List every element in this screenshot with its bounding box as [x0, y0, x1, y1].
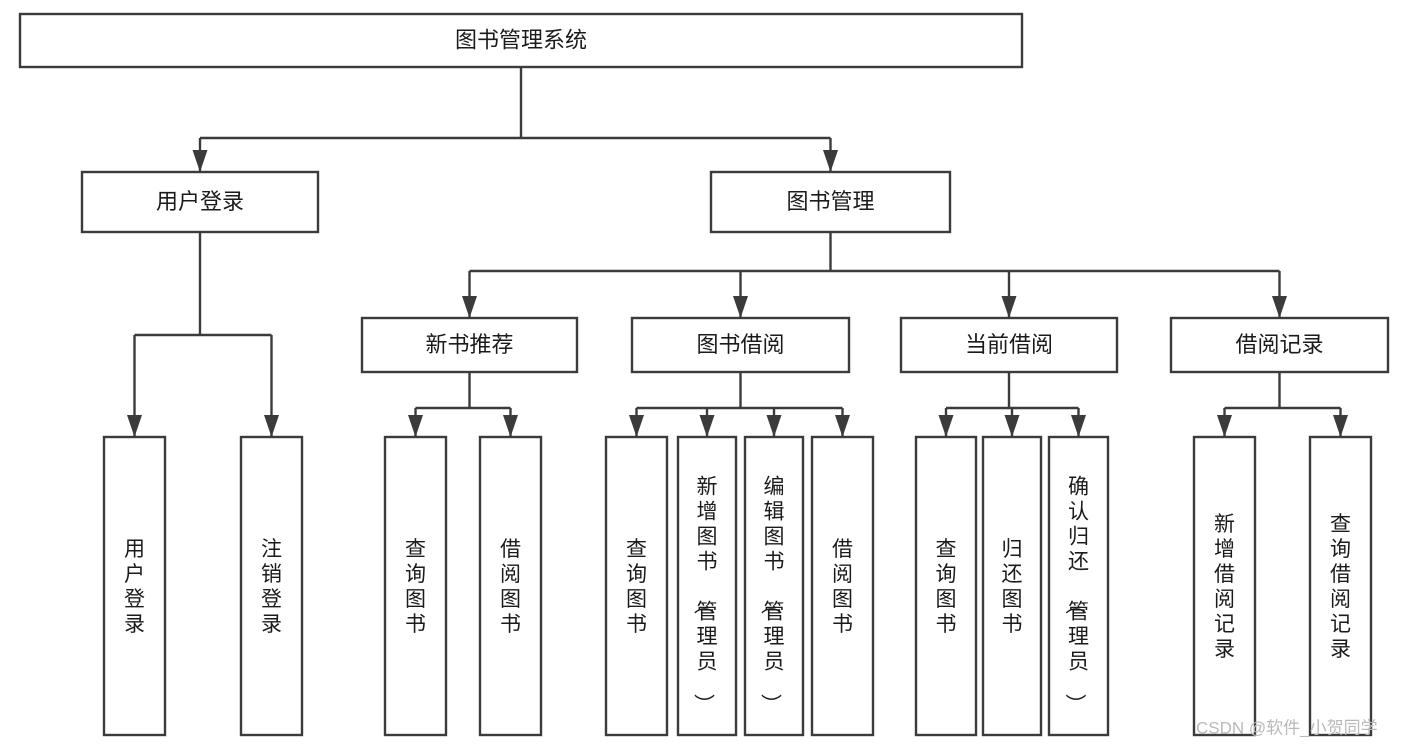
node-label: 借阅记录 — [1235, 332, 1323, 357]
node-leaf-logout[interactable]: 注销登录 — [239, 435, 304, 737]
node-label: 新增图书（管理员） — [692, 476, 718, 715]
node-label: 新书推荐 — [425, 332, 513, 357]
node-label: 确认归还（管理员） — [1063, 476, 1089, 715]
node-box-leaf-user-login[interactable] — [102, 435, 167, 737]
node-label: 编辑图书（管理员） — [759, 476, 785, 715]
node-layer: 图书管理系统用户登录图书管理新书推荐图书借阅当前借阅借阅记录用户登录注销登录查询… — [18, 12, 1390, 737]
node-label: 借阅图书 — [832, 538, 853, 636]
node-box-leaf-add-book[interactable] — [676, 435, 738, 737]
node-label: 当前借阅 — [965, 332, 1053, 357]
arrow-head-icon — [1004, 415, 1020, 437]
node-new-book-rec[interactable]: 新书推荐 — [360, 316, 579, 374]
arrow-head-icon — [938, 415, 954, 437]
arrow-head-icon — [127, 415, 142, 437]
node-leaf-borrow-book-1[interactable]: 借阅图书 — [478, 435, 543, 737]
node-leaf-borrow-book-2[interactable]: 借阅图书 — [810, 435, 875, 737]
node-borrow-record[interactable]: 借阅记录 — [1169, 316, 1390, 374]
node-label: 图书管理系统 — [455, 27, 587, 52]
arrow-head-icon — [1217, 415, 1232, 437]
node-box-borrow-record[interactable] — [1169, 316, 1390, 374]
node-label: 用户登录 — [124, 538, 145, 636]
node-leaf-user-login[interactable]: 用户登录 — [102, 435, 167, 737]
node-leaf-return-book[interactable]: 归还图书 — [981, 435, 1043, 737]
arrow-head-icon — [1272, 296, 1287, 318]
node-box-leaf-return-book[interactable] — [981, 435, 1043, 737]
arrow-head-icon — [699, 415, 715, 437]
node-label: 用户登录 — [156, 189, 244, 214]
arrow-head-icon — [835, 415, 850, 437]
arrow-head-icon — [1001, 296, 1017, 318]
node-label: 查询图书 — [936, 538, 957, 636]
arrow-head-icon — [462, 296, 477, 318]
arrow-head-icon — [408, 415, 423, 437]
node-box-user-login[interactable] — [80, 170, 320, 234]
node-box-leaf-add-record[interactable] — [1192, 435, 1257, 737]
node-current-borrow[interactable]: 当前借阅 — [899, 316, 1119, 374]
node-leaf-confirm-return[interactable]: 确认归还（管理员） — [1047, 435, 1110, 737]
node-box-leaf-query-record[interactable] — [1308, 435, 1373, 737]
node-leaf-edit-book[interactable]: 编辑图书（管理员） — [743, 435, 805, 737]
arrow-head-icon — [1333, 415, 1348, 437]
arrow-head-icon — [503, 415, 518, 437]
node-label: 新增借阅记录 — [1214, 513, 1235, 661]
arrow-head-icon — [192, 150, 208, 172]
node-label: 归还图书 — [1002, 538, 1023, 636]
node-box-leaf-query-book-2[interactable] — [604, 435, 669, 737]
arrow-head-icon — [264, 415, 279, 437]
node-label: 查询图书 — [626, 538, 647, 636]
arrow-head-icon — [629, 415, 644, 437]
node-box-book-borrow[interactable] — [630, 316, 851, 374]
node-leaf-add-record[interactable]: 新增借阅记录 — [1192, 435, 1257, 737]
node-box-leaf-logout[interactable] — [239, 435, 304, 737]
arrow-head-icon — [733, 296, 748, 318]
node-leaf-add-book[interactable]: 新增图书（管理员） — [676, 435, 738, 737]
node-label: 查询图书 — [405, 538, 426, 636]
arrow-head-icon — [823, 150, 838, 172]
node-box-current-borrow[interactable] — [899, 316, 1119, 374]
node-box-leaf-edit-book[interactable] — [743, 435, 805, 737]
node-root[interactable]: 图书管理系统 — [18, 12, 1024, 69]
edge-layer — [127, 67, 1348, 437]
arrow-head-icon — [1071, 415, 1086, 437]
node-leaf-query-book-3[interactable]: 查询图书 — [914, 435, 978, 737]
arrow-head-icon — [766, 415, 782, 437]
node-box-leaf-borrow-book-1[interactable] — [478, 435, 543, 737]
node-label: 图书管理 — [786, 189, 874, 214]
node-leaf-query-book-1[interactable]: 查询图书 — [383, 435, 448, 737]
node-leaf-query-record[interactable]: 查询借阅记录 — [1308, 435, 1373, 737]
node-box-leaf-query-book-3[interactable] — [914, 435, 978, 737]
node-leaf-query-book-2[interactable]: 查询图书 — [604, 435, 669, 737]
node-user-login[interactable]: 用户登录 — [80, 170, 320, 234]
node-box-book-mgmt[interactable] — [709, 170, 952, 234]
node-box-leaf-query-book-1[interactable] — [383, 435, 448, 737]
node-label: 查询借阅记录 — [1330, 513, 1351, 661]
node-box-root[interactable] — [18, 12, 1024, 69]
node-book-borrow[interactable]: 图书借阅 — [630, 316, 851, 374]
node-label: 借阅图书 — [500, 538, 521, 636]
node-label: 图书借阅 — [696, 332, 784, 357]
node-box-leaf-confirm-return[interactable] — [1047, 435, 1110, 737]
node-label: 注销登录 — [261, 538, 282, 636]
node-box-leaf-borrow-book-2[interactable] — [810, 435, 875, 737]
node-book-mgmt[interactable]: 图书管理 — [709, 170, 952, 234]
csdn-watermark: CSDN @软件_小贺同学 — [1196, 718, 1378, 737]
node-box-new-book-rec[interactable] — [360, 316, 579, 374]
